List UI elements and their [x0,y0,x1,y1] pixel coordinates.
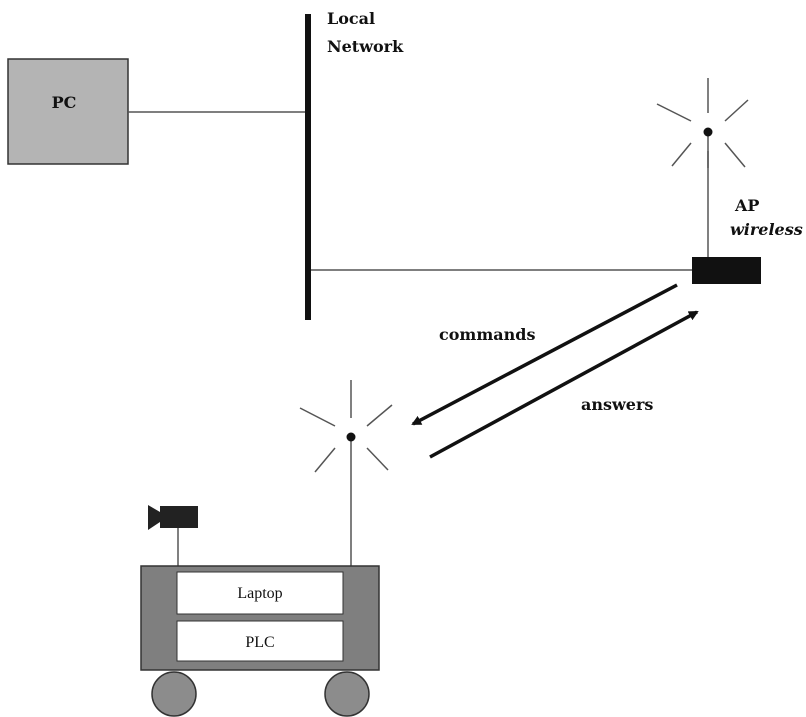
network-label-line1: Local [327,9,375,28]
commands-arrow [411,283,678,426]
pc-box [7,58,129,165]
answers-arrow [429,310,699,459]
plc-box [176,620,344,662]
network-label-line2: Network [327,37,404,56]
wheel-right [324,671,370,717]
antenna-icon [299,380,393,566]
access-point-device [692,257,761,284]
commands-label: commands [439,325,535,344]
pc-label: PC [52,93,77,112]
camera-icon [148,505,198,566]
robot-cart: Laptop PLC [140,565,380,717]
plc-label: PLC [245,634,274,651]
wheel-left [151,671,197,717]
laptop-box [176,571,344,615]
antenna-icon [656,78,749,257]
ap-label: AP [734,196,759,215]
pc-node: PC [7,58,129,165]
answers-label: answers [581,395,653,414]
ap-wireless-label: wireless [730,220,803,239]
laptop-label: Laptop [237,585,282,602]
